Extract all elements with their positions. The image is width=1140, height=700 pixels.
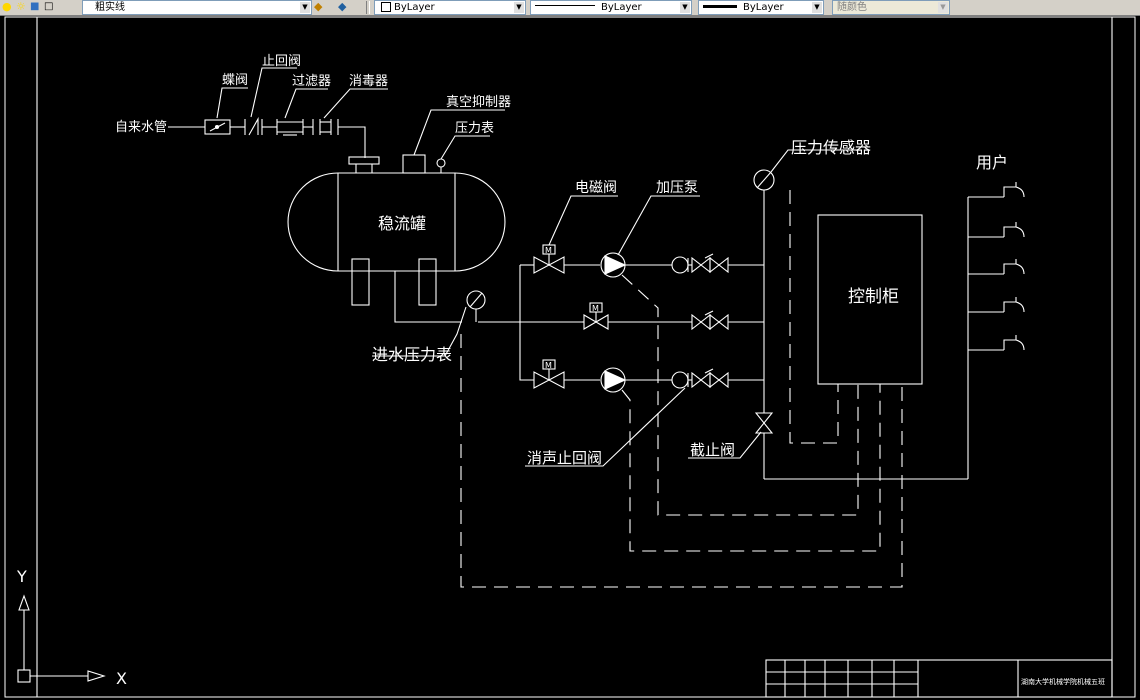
plotstyle-control-value: 随颜色 xyxy=(837,2,867,13)
lineweight-control-value: ByLayer xyxy=(743,2,784,13)
check-valve-symbol xyxy=(248,116,259,136)
stabilizer-tank-label: 稳流罐 xyxy=(378,214,426,233)
color-control-dropdown[interactable]: ByLayer ▼ xyxy=(374,0,526,15)
users-label: 用户 xyxy=(976,153,1008,172)
linetype-control-dropdown[interactable]: ByLayer ▼ xyxy=(530,0,692,15)
toolbar-separator xyxy=(366,1,370,14)
layer-previous-icon[interactable]: ◆ xyxy=(338,0,347,13)
control-cabinet-box xyxy=(817,214,923,385)
linetype-control-value: ByLayer xyxy=(601,2,642,13)
layer-name: 粗实线 xyxy=(95,2,125,13)
tap-water-pipe-label: 自来水管 xyxy=(115,120,167,135)
lock-icon[interactable]: ■ xyxy=(30,1,40,12)
color-control-value: ByLayer xyxy=(394,2,435,13)
solenoid-mark-1: M xyxy=(545,246,552,255)
chevron-down-icon[interactable]: ▼ xyxy=(514,2,524,13)
check-valve-label: 止回阀 xyxy=(262,54,301,69)
butterfly-valve-label: 蝶阀 xyxy=(222,73,248,88)
silent-check-valve-label: 消声止回阀 xyxy=(527,449,602,467)
bulb-icon[interactable]: ● xyxy=(2,0,12,13)
lineweight-sample xyxy=(703,4,737,8)
chevron-down-icon[interactable]: ▼ xyxy=(300,2,310,13)
stop-valve-label: 截止阀 xyxy=(690,441,735,459)
inlet-leaders xyxy=(216,67,388,119)
color-swatch-icon xyxy=(381,2,391,12)
make-current-icon[interactable]: ◆ xyxy=(314,0,323,13)
linetype-sample xyxy=(535,5,595,6)
pressure-sensor-label: 压力传感器 xyxy=(791,138,871,157)
chevron-down-icon: ▼ xyxy=(938,2,948,13)
signal-wiring xyxy=(460,190,903,588)
disinfector-label: 消毒器 xyxy=(349,74,388,89)
pressure-gauge-label: 压力表 xyxy=(455,121,494,136)
sun-icon[interactable]: ☼ xyxy=(16,0,26,13)
ucs-y-label: Y xyxy=(16,567,27,586)
plotstyle-control-dropdown: 随颜色 ▼ xyxy=(832,0,950,15)
inlet-pressure-gauge-label: 进水压力表 xyxy=(372,345,452,364)
ucs-icon xyxy=(17,594,106,683)
control-cabinet-label: 控制柜 xyxy=(848,287,899,307)
chevron-down-icon[interactable]: ▼ xyxy=(812,2,822,13)
chevron-down-icon[interactable]: ▼ xyxy=(680,2,690,13)
drawing-canvas[interactable]: 蝶阀 止回阀 过滤器 消毒器 自来水管 真空抑制器 压力表 稳流罐 电磁阀 加压… xyxy=(0,16,1140,700)
solenoid-mark-3: M xyxy=(545,361,552,370)
lineweight-control-dropdown[interactable]: ByLayer ▼ xyxy=(698,0,824,15)
vacuum-suppressor-label: 真空抑制器 xyxy=(446,95,511,110)
properties-toolbar: ● ☼ ■ □ 粗实线 ▼ ◆ ◆ ByLayer ▼ ByLayer ▼ By… xyxy=(0,0,1140,16)
booster-pump-label: 加压泵 xyxy=(656,180,698,196)
ucs-x-label: X xyxy=(116,669,127,688)
layer-color-icon[interactable]: □ xyxy=(44,1,54,12)
pump-manifold xyxy=(372,195,764,467)
paper-border xyxy=(4,16,1136,698)
solenoid-valve-label: 电磁阀 xyxy=(575,180,617,196)
layer-dropdown[interactable]: 粗实线 ▼ xyxy=(82,0,312,15)
filter-label: 过滤器 xyxy=(292,74,331,89)
stabilizer-tank xyxy=(287,109,506,323)
solenoid-mark-2: M xyxy=(592,304,599,313)
inlet-pipeline xyxy=(168,116,366,158)
title-block xyxy=(765,659,1113,698)
riser-and-users xyxy=(753,149,1025,480)
title-block-text: 湖南大学机械学院机械五班 xyxy=(1021,677,1105,686)
